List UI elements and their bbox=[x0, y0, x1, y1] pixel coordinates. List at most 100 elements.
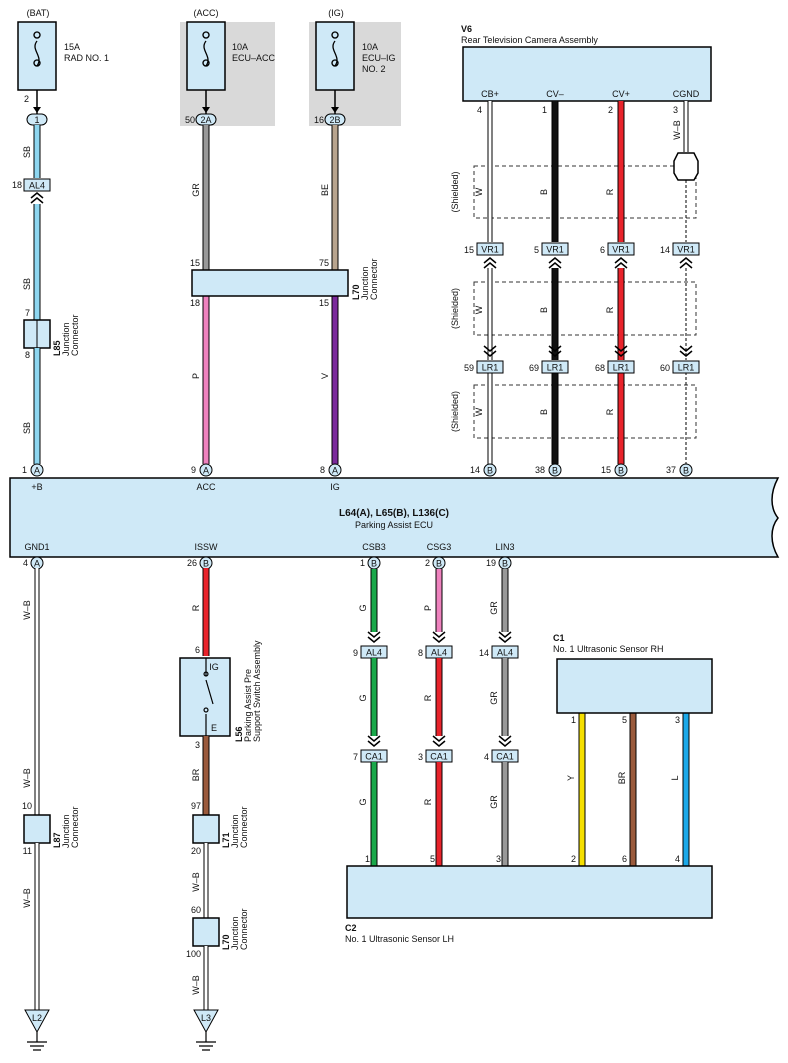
ground-triangle-icon bbox=[24, 1009, 50, 1034]
l85-code: L85 bbox=[52, 340, 62, 356]
l70-name2: Connector bbox=[369, 258, 379, 300]
ecu-conn-circle-label: B bbox=[371, 559, 377, 569]
c2-pin: 1 bbox=[365, 854, 370, 864]
connector-arrow-icon bbox=[30, 192, 44, 204]
connector-arrow-icon bbox=[483, 345, 497, 357]
ecu-title: L64(A), L65(B), L136(C) bbox=[339, 508, 449, 519]
vr1-connector bbox=[607, 242, 635, 256]
wire-color-label: BR bbox=[617, 771, 627, 784]
acc-fuse-rating: 10A bbox=[232, 42, 248, 52]
arrow-icon bbox=[33, 107, 41, 113]
ig-fuse-group: (IG) 10A ECU–IG NO. 2 16 2B bbox=[309, 8, 401, 126]
connector-arrow-icon bbox=[679, 345, 693, 357]
issw-circuit: R 6 IG E 3 L56 Parking Assist Pre Suppor… bbox=[179, 568, 262, 1051]
lr1-pin: 69 bbox=[529, 363, 539, 373]
wire-color-label: R bbox=[423, 694, 433, 701]
wire-color-label: W bbox=[474, 407, 484, 416]
sensor-circuits: 9AL47CA1GGG1B18AL43CA1PRR5E114AL44CA1GRG… bbox=[353, 569, 693, 882]
acc-fuse-group: (ACC) 10A ECU–ACC 50 2A bbox=[180, 8, 276, 126]
acc-fuse-name: ECU–ACC bbox=[232, 53, 276, 63]
ecu-term-acc: ACC bbox=[196, 482, 216, 492]
ecu-conn-circle-label: A bbox=[34, 559, 40, 569]
connector-arrow-icon bbox=[432, 735, 446, 747]
al4-pin: 14 bbox=[479, 648, 489, 658]
connector-arrow-icon bbox=[432, 631, 446, 643]
c2-box bbox=[346, 865, 713, 919]
wire-color-wb: W–B bbox=[191, 872, 201, 892]
l70-code: L70 bbox=[351, 284, 361, 300]
ig-fuse-name: ECU–IG bbox=[362, 53, 396, 63]
connector-arrow-icon bbox=[498, 631, 512, 643]
wire-color-label: W bbox=[474, 187, 484, 196]
vr1-pin: 15 bbox=[464, 245, 474, 255]
ig-fuse-box bbox=[315, 21, 355, 91]
lr1-connector bbox=[541, 360, 569, 374]
v6-name: Rear Television Camera Assembly bbox=[461, 35, 598, 45]
shield-box bbox=[473, 384, 697, 439]
vr1-connector-label: VR1 bbox=[481, 245, 499, 255]
ecu-bottom-pin: 4 bbox=[23, 558, 28, 568]
l71-code: L71 bbox=[221, 832, 231, 848]
wire-color-label: W bbox=[474, 305, 484, 314]
ecu-pin-acc: 9 bbox=[191, 465, 196, 475]
wire-color-sb: SB bbox=[22, 422, 32, 434]
vr1-connector-label: VR1 bbox=[546, 245, 564, 255]
connector-arrow-icon bbox=[614, 257, 628, 269]
acc-source-label: (ACC) bbox=[194, 8, 219, 18]
l70b-code: L70 bbox=[221, 934, 231, 950]
ecu-top-pins: 1 A 9 A 8 A bbox=[22, 463, 342, 477]
l87-name1: Junction bbox=[61, 814, 71, 848]
wire-color-label: GR bbox=[489, 601, 499, 615]
wire-color-label: R bbox=[605, 306, 615, 313]
c2-pin: 4 bbox=[675, 854, 680, 864]
bat-source-label: (BAT) bbox=[27, 8, 50, 18]
ecu-group: L64(A), L65(B), L136(C) Parking Assist E… bbox=[9, 477, 780, 558]
shielded-label: (Shielded) bbox=[450, 391, 460, 432]
l56-pin-ig: 6 bbox=[195, 645, 200, 655]
wire-color-sb: SB bbox=[22, 146, 32, 158]
ecu-bottom-pin: 19 bbox=[486, 558, 496, 568]
bat-pin: 2 bbox=[24, 94, 29, 104]
c2-pin: 3 bbox=[496, 854, 501, 864]
ecu-bottom-pin: 26 bbox=[187, 558, 197, 568]
vr1-pin: 5 bbox=[534, 245, 539, 255]
ecu-conn-circle-label: B bbox=[552, 466, 558, 476]
l70b-name1: Junction bbox=[230, 916, 240, 950]
ecu-box bbox=[9, 477, 780, 558]
v6-code: V6 bbox=[461, 24, 472, 34]
ecu-conn-a: A bbox=[203, 466, 209, 476]
wire-color-label: B bbox=[539, 307, 549, 313]
ca1-pin: 4 bbox=[484, 752, 489, 762]
v6-term-label: CB+ bbox=[481, 89, 499, 99]
l71-pin2: 20 bbox=[191, 846, 201, 856]
l56-term-e: E bbox=[211, 723, 217, 733]
ca1-connector-label: CA1 bbox=[430, 752, 448, 762]
l70-top-junction: 15 75 18 15 L70 Junction Connector bbox=[190, 258, 379, 308]
fuse-icon bbox=[331, 31, 339, 67]
l85-name1: Junction bbox=[61, 322, 71, 356]
al4-connector-label: AL4 bbox=[497, 648, 513, 658]
l70-pin-tr: 75 bbox=[319, 258, 329, 268]
wire-color-label: G bbox=[358, 694, 368, 701]
c1-pin: 1 bbox=[571, 715, 576, 725]
wire-color-r: R bbox=[191, 604, 201, 611]
ecu-conn-circle-label: B bbox=[683, 466, 689, 476]
wire-color-label: L bbox=[670, 775, 680, 780]
l70b-pin2: 100 bbox=[186, 949, 201, 959]
ecu-bottom-term: ISSW bbox=[194, 542, 218, 552]
ecu-pin-num: 37 bbox=[666, 465, 676, 475]
ecu-conn-a: A bbox=[34, 466, 40, 476]
v6-box bbox=[462, 46, 712, 102]
ecu-conn-circle-label: B bbox=[487, 466, 493, 476]
l71-name1: Junction bbox=[230, 814, 240, 848]
connector-arrow-icon bbox=[483, 257, 497, 269]
wire-color-label: G bbox=[358, 604, 368, 611]
wire-color-v: V bbox=[320, 373, 330, 379]
connector-arrow-icon bbox=[548, 257, 562, 269]
vr1-pin: 14 bbox=[660, 245, 670, 255]
vr1-connector bbox=[672, 242, 700, 256]
c1-name: No. 1 Ultrasonic Sensor RH bbox=[553, 644, 664, 654]
l56-pin-e: 3 bbox=[195, 740, 200, 750]
ig-fuse-rating: 10A bbox=[362, 42, 378, 52]
ecu-conn-circle bbox=[483, 463, 497, 477]
